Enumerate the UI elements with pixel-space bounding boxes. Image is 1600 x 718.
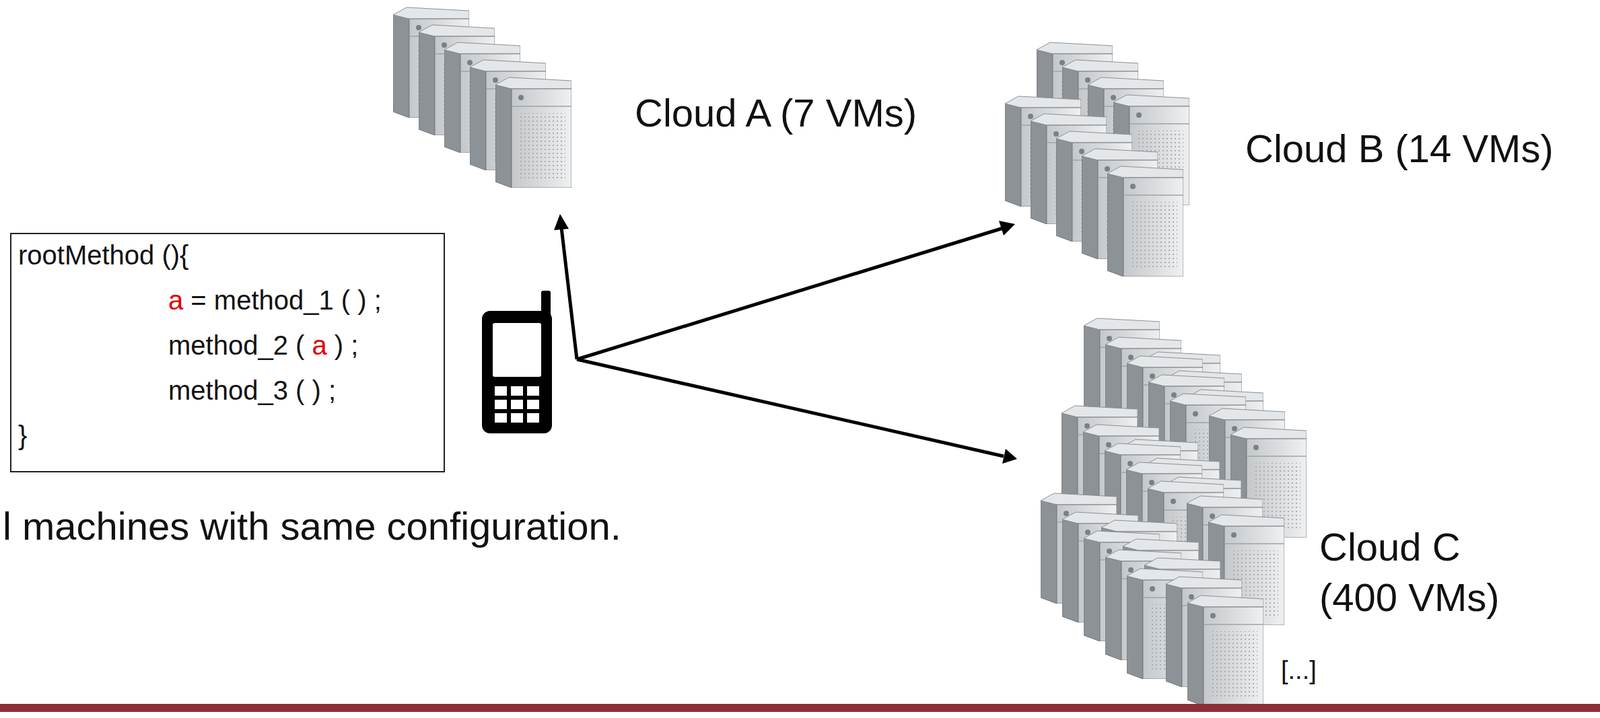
caption-note: l machines with same configuration. xyxy=(2,503,622,549)
code-line: } xyxy=(18,420,27,451)
keypad-key xyxy=(494,413,507,423)
keypad-key xyxy=(527,386,540,396)
code-line: rootMethod (){ xyxy=(18,239,189,271)
cloud-label: Cloud C (400 VMs) xyxy=(1319,521,1522,624)
server-tower xyxy=(1187,595,1264,707)
keypad-key xyxy=(494,386,507,396)
cloud-label: Cloud A (7 VMs) xyxy=(634,90,917,136)
code-line: method_2 ( a ) ; xyxy=(168,329,359,361)
cloud-label: Cloud B (14 VMs) xyxy=(1245,126,1554,172)
offload-arrows xyxy=(553,214,1018,464)
code-line: method_3 ( ) ; xyxy=(168,374,336,406)
variable-highlight: a xyxy=(168,285,184,316)
cloud-group: Cloud A (7 VMs) xyxy=(393,5,878,189)
cloud-group: Cloud B (14 VMs) xyxy=(1004,40,1598,291)
variable-highlight: a xyxy=(311,330,327,361)
keypad-key xyxy=(527,413,540,423)
footer-bar xyxy=(0,704,1600,713)
server-tower xyxy=(495,77,572,188)
cloud-group: Cloud C (400 VMs) [...] xyxy=(1040,316,1580,701)
mobile-phone xyxy=(481,290,552,434)
code-box: rootMethod (){ a = method_1 ( ) ; method_2… xyxy=(10,232,445,473)
server-stacks xyxy=(393,7,1307,707)
code-line: a = method_1 ( ) ; xyxy=(168,284,382,316)
keypad-key xyxy=(510,399,524,410)
ellipsis-label: [...] xyxy=(1280,656,1317,686)
keypad-key xyxy=(494,399,507,410)
keypad-key xyxy=(527,399,540,410)
keypad-key xyxy=(510,413,524,423)
keypad-key xyxy=(510,386,524,396)
server-tower xyxy=(1107,166,1184,277)
